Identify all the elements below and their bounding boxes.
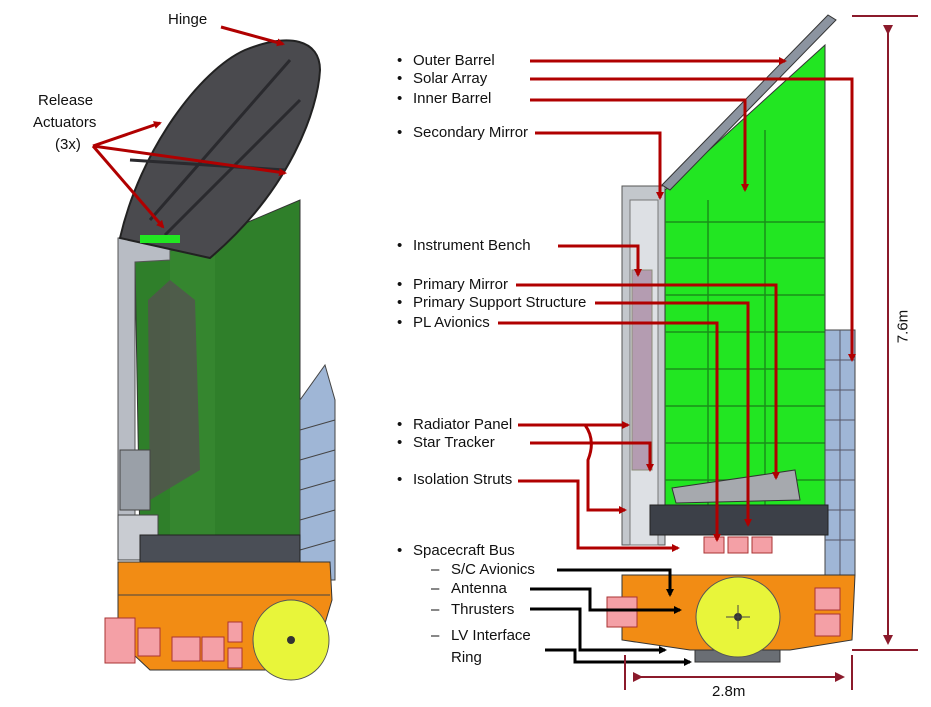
label-primary-mirror: Primary Mirror (397, 276, 508, 294)
right-red-leaders (498, 57, 856, 552)
right-solar-array-diagonal (661, 14, 837, 191)
left-isolation-ring (139, 534, 301, 564)
label-primary-support-structure: Primary Support Structure (397, 294, 586, 312)
label-solar-array: Solar Array (397, 70, 487, 88)
label-radiator-panel: Radiator Panel (397, 416, 512, 434)
label-release-actuators-2: Actuators (33, 114, 97, 131)
label-thrusters: Thrusters (431, 601, 514, 619)
left-bench (148, 280, 200, 500)
right-spacecraft-section (606, 14, 856, 663)
label-hinge: Hinge (168, 11, 208, 28)
right-primary-mirror (671, 469, 801, 504)
right-isolation-struts (649, 504, 829, 536)
left-panel (119, 449, 151, 511)
right-black-leaders (530, 568, 692, 666)
label-isolation-struts: Isolation Struts (397, 471, 512, 489)
dimension-lines (624, 15, 918, 690)
dimension-height-label: 7.6m (894, 309, 912, 344)
label-lv-interface: LV Interface (431, 627, 531, 645)
dimension-width-label: 2.8m (712, 683, 746, 700)
right-instrument-bench (631, 269, 653, 471)
label-inner-barrel: Inner Barrel (397, 90, 491, 108)
left-spacecraft-render (104, 39, 336, 681)
label-ring: Ring (451, 649, 482, 666)
label-sc-avionics: S/C Avionics (431, 561, 535, 579)
label-release-actuators-1: Release (38, 92, 94, 109)
label-antenna: Antenna (431, 580, 507, 598)
label-star-tracker: Star Tracker (397, 434, 495, 452)
label-secondary-mirror: Secondary Mirror (397, 124, 528, 142)
label-release-actuators-3: (3x) (55, 136, 81, 153)
left-solar-array (299, 363, 336, 581)
label-instrument-bench: Instrument Bench (397, 237, 531, 255)
label-pl-avionics: PL Avionics (397, 314, 490, 332)
label-outer-barrel: Outer Barrel (397, 52, 495, 70)
label-spacecraft-bus: Spacecraft Bus (397, 542, 515, 560)
left-leader-lines (91, 25, 287, 229)
